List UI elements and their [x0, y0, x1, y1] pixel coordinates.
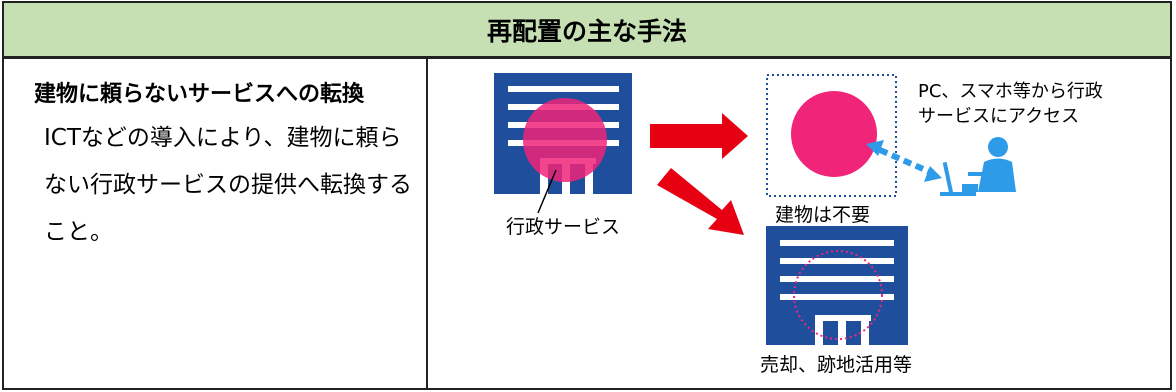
label-sale: 売却、跡地活用等 [760, 354, 913, 376]
label-no-building: 建物は不要 [775, 204, 871, 226]
label-access-line1: PC、スマホ等から行政 [918, 81, 1103, 102]
access-arrow-icon [866, 140, 942, 182]
method-description: ICTなどの導入により、建物に頼らない行政サービスの提供へ転換すること。 [44, 125, 412, 245]
dotted-circle-icon [793, 250, 883, 340]
method-cell: 建物に頼らないサービスへの転換 ICTなどの導入により、建物に頼らない行政サービ… [2, 57, 428, 390]
method-title: 建物に頼らないサービスへの転換 [34, 82, 365, 107]
label-service: 行政サービス [506, 216, 621, 238]
person-at-computer-icon [940, 137, 1016, 196]
building-icon [766, 226, 908, 345]
diagram-cell [426, 57, 1172, 390]
service-circle-icon [523, 98, 607, 182]
arrow-down-right-icon [657, 168, 744, 235]
service-pointer-line [537, 169, 557, 214]
table-header: 再配置の主な手法 [2, 1, 1172, 58]
label-access-line2: サービスにアクセス [918, 106, 1080, 127]
arrow-right-icon [650, 113, 748, 159]
service-circle-icon [791, 91, 877, 177]
